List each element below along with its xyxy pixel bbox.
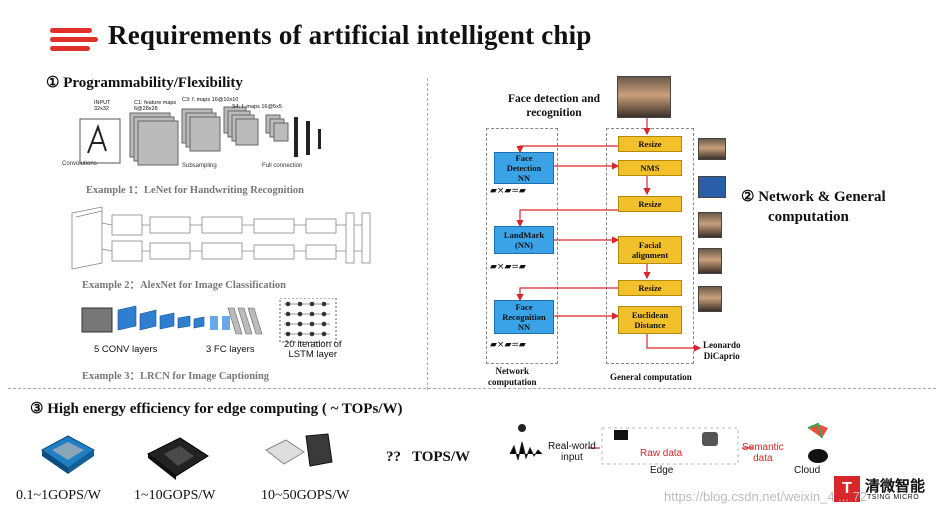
nms-box: NMS [618,160,682,176]
network-computation-label: Network computation [488,366,537,387]
facial-alignment-box: Facial alignment [618,236,682,264]
svg-text:Subsampling: Subsampling [182,163,217,169]
url-watermark: https://blog.csdn.net/weixin_4 ... 72 [664,489,868,504]
section3-heading: ③ High energy efficiency for edge comput… [30,401,403,417]
recognition-result: Leonardo DiCaprio [703,340,741,361]
accelerator-chip-icon [265,433,333,467]
lenet-s4-label: S4: f. maps 16@5x5 [232,104,282,110]
brand-logo-icon: T [834,476,860,502]
flow-input-label: Real-world input [548,441,596,463]
face-thumb [698,248,722,274]
edge-cloud-flow [509,422,828,465]
lenet-c1-label: C1: feature maps 6@28x28 [134,100,177,112]
flow-edge-label: Edge [650,465,674,476]
flow-raw-label: Raw data [640,448,683,459]
example1-caption: Example 1：LeNet for Handwriting Recognit… [86,185,304,196]
network-computation-box [486,128,558,364]
svg-text:Full connection: Full connection [262,163,302,169]
face-flow-arrows [516,118,702,352]
general-computation-label: General computation [610,372,692,382]
resize-box-1: Resize [618,136,682,152]
page-title: Requirements of artificial intelligent c… [108,20,592,50]
section2-heading-line2: computation [768,209,849,225]
horizontal-divider [8,388,936,389]
euclidean-distance-box: Euclidean Distance [618,306,682,334]
face-recognition-nn-box: Face Recognition NN [494,300,554,334]
tensor-op-icon: ▰×▰=▰ [490,186,526,196]
brand-cn: 清微智能 [865,477,926,495]
input-photo [617,76,671,118]
example3-caption: Example 3：LRCN for Image Captioning [82,371,270,382]
flow-semantic-label: Semantic data [742,442,784,464]
chip-efficiency-label-2: 1~10GOPS/W [134,488,216,503]
section1-heading: ① Programmability/Flexibility [46,75,243,91]
face-diagram-title: Face detection and recognition [508,93,600,119]
face-thumb [698,176,726,198]
lenet-figure: Convolutions Subsampling Full connection [62,106,321,169]
chip-efficiency-label-1: 0.1~1GOPS/W [16,488,101,503]
vertical-divider [427,78,428,390]
chip-efficiency-label-3: 10~50GOPS/W [261,488,350,503]
face-thumb [698,138,726,160]
gpu-chip-icon [147,437,209,480]
tensor-op-icon: ▰×▰=▰ [490,262,526,272]
landmark-nn-box: LandMark (NN) [494,226,554,254]
target-efficiency: ?? TOPS/W [386,449,471,465]
alexnet-figure [71,206,371,270]
lenet-c3-label: C3: f. maps 16@10x10 [182,97,239,103]
section2-heading-line1: ② Network & General [741,189,886,205]
face-thumb [698,212,722,238]
flow-cloud-label: Cloud [794,465,821,476]
example2-caption: Example 2：AlexNet for Image Classificati… [82,280,286,291]
cpu-chip-icon [41,435,95,474]
lrcn-lstm-label: 20 iteration of LSTM layer [284,339,342,360]
tensor-op-icon: ▰×▰=▰ [490,340,526,350]
svg-text:Convolutions: Convolutions [62,161,97,167]
lrcn-figure [81,298,337,343]
face-detection-nn-box: Face Detection NN [494,152,554,184]
lenet-input-label: INPUT 32x32 [94,100,111,112]
lrcn-fc-label: 3 FC layers [206,344,255,355]
lrcn-conv-label: 5 CONV layers [94,344,158,355]
resize-box-2: Resize [618,196,682,212]
resize-box-3: Resize [618,280,682,296]
face-thumb [698,286,722,312]
brand-en: TSING MICRO [867,494,920,501]
